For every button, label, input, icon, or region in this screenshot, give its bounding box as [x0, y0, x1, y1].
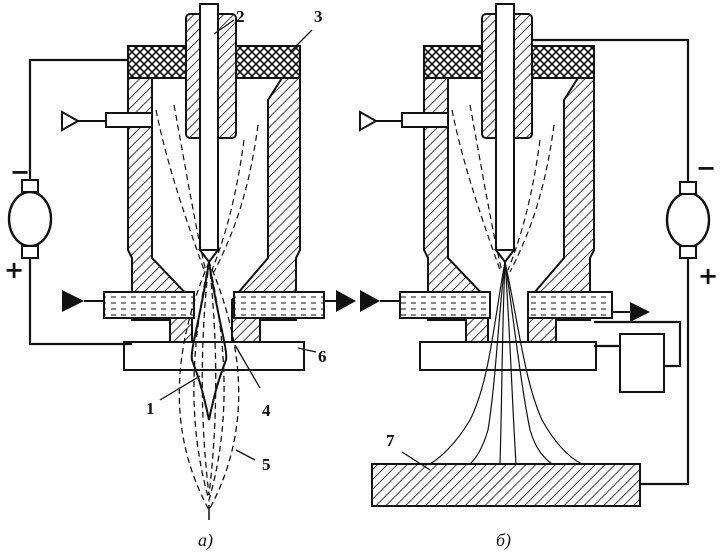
gas-arrow-a: [61, 110, 81, 132]
coolant-out-arrow-a: [336, 290, 356, 312]
dc-generator-b: [665, 181, 711, 259]
callout-4: 4: [262, 401, 271, 420]
electrode-a: [199, 3, 219, 251]
caption-a: а): [198, 530, 213, 551]
coolant-channel-left-b: [399, 291, 491, 319]
gas-inlet-b: [401, 112, 449, 128]
outer-sleeve-a: [123, 341, 305, 371]
workpiece: [371, 463, 641, 507]
plus-sign-a: +: [4, 256, 24, 284]
coolant-channel-right-a: [233, 291, 325, 319]
outer-sleeve-b: [419, 341, 597, 371]
callout-7: 7: [386, 431, 395, 450]
caption-b: б): [496, 530, 511, 551]
coolant-in-arrow-a: [62, 290, 84, 312]
minus-sign-b: −: [696, 154, 716, 182]
callout-6: 6: [318, 347, 327, 366]
gas-flow-lines-b: [451, 104, 555, 273]
plus-sign-b: +: [698, 262, 718, 290]
gas-inlet-a: [105, 112, 153, 128]
callout-1: 1: [146, 399, 155, 418]
callout-3: 3: [314, 7, 323, 26]
arc-column-b: [429, 261, 583, 465]
torch-a: − +: [4, 3, 356, 551]
coolant-out-arrow-b: [630, 302, 650, 322]
dc-generator-a: [7, 179, 53, 259]
arc-a: [190, 261, 228, 421]
ballast-resistor: [619, 333, 665, 393]
torch-b: − +: [359, 3, 718, 551]
callout-5: 5: [262, 455, 271, 474]
circuit-b: [530, 38, 690, 486]
coolant-channel-left-a: [103, 291, 195, 319]
gas-arrow-b: [359, 110, 379, 132]
electrode-b: [495, 3, 515, 251]
coolant-in-arrow-b: [360, 290, 380, 312]
callout-2: 2: [236, 7, 245, 26]
plasma-jet-a: [178, 260, 240, 512]
gas-flow-lines-a: [155, 104, 259, 273]
coolant-channel-right-b: [527, 291, 613, 319]
minus-sign-a: −: [10, 158, 30, 186]
